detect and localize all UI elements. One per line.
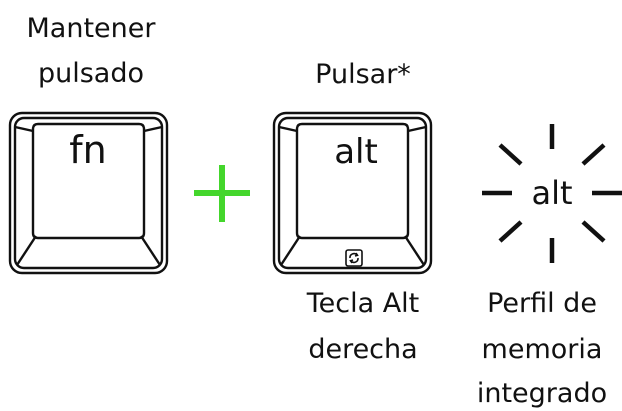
fn-key-label: fn: [69, 128, 106, 172]
flash-ray-icon: [482, 124, 622, 263]
onboard-profile-icon: [345, 249, 363, 267]
right-alt-label-line1: Tecla Alt: [306, 288, 420, 319]
right-alt-label-line2: derecha: [308, 334, 418, 365]
profile-label-line1: Perfil de: [487, 288, 597, 319]
hold-label-line1: Mantener: [26, 13, 156, 44]
profile-label-line3: integrado: [476, 378, 608, 409]
hold-label-line2: pulsado: [37, 58, 145, 89]
profile-label-line2: memoria: [481, 334, 603, 365]
alt-flash-label: alt: [531, 174, 572, 212]
alt-key-label: alt: [334, 132, 378, 172]
press-label: Pulsar*: [315, 59, 411, 90]
